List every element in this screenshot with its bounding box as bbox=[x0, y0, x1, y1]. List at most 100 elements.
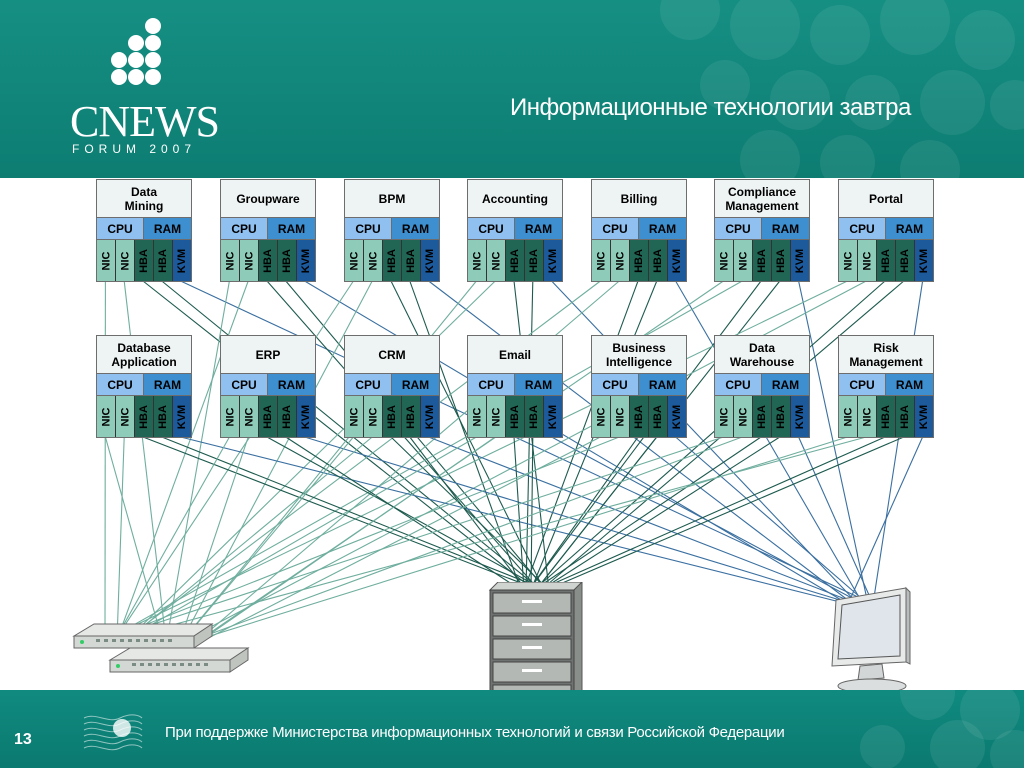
ram-label: RAM bbox=[515, 374, 562, 395]
nic-port-label: NIC bbox=[119, 407, 132, 426]
hba-link-line bbox=[538, 436, 886, 591]
hba-port: HBA bbox=[259, 396, 278, 437]
cpu-label: CPU bbox=[345, 374, 392, 395]
hba-port-label: HBA bbox=[281, 248, 293, 273]
logo-dots-icon bbox=[0, 0, 200, 100]
nic-port: NIC bbox=[734, 240, 753, 281]
server-title: Data Warehouse bbox=[715, 336, 809, 373]
hba-link-line bbox=[535, 436, 658, 591]
hba-port-label: HBA bbox=[756, 404, 768, 429]
ram-label: RAM bbox=[639, 218, 686, 239]
kvm-port-label: KVM bbox=[671, 248, 684, 273]
nic-link-line bbox=[174, 436, 354, 651]
server-title: CRM bbox=[345, 336, 439, 373]
nic-port-label: NIC bbox=[100, 407, 113, 426]
nic-port: NIC bbox=[858, 240, 877, 281]
hba-port-label: HBA bbox=[386, 404, 398, 429]
kvm-link-line bbox=[675, 280, 864, 605]
logo-subtitle: FORUM 2007 bbox=[72, 142, 197, 156]
nic-port-label: NIC bbox=[119, 251, 132, 270]
hba-port: HBA bbox=[135, 240, 154, 281]
nic-port: NIC bbox=[592, 396, 611, 437]
nic-link-line bbox=[116, 436, 125, 641]
hba-port: HBA bbox=[896, 396, 915, 437]
hba-link-line bbox=[533, 280, 886, 591]
ram-label: RAM bbox=[268, 218, 315, 239]
server-title: ERP bbox=[221, 336, 315, 373]
hba-port-label: HBA bbox=[157, 404, 169, 429]
server-title: Groupware bbox=[221, 180, 315, 217]
hba-port: HBA bbox=[630, 396, 649, 437]
ram-label: RAM bbox=[886, 218, 933, 239]
nic-port-label: NIC bbox=[471, 407, 484, 426]
hba-port-label: HBA bbox=[633, 248, 645, 273]
nic-port: NIC bbox=[468, 240, 487, 281]
server-title: Business Intelligence bbox=[592, 336, 686, 373]
ram-label: RAM bbox=[144, 218, 191, 239]
nic-link-line bbox=[176, 436, 249, 651]
hba-link-line bbox=[540, 436, 781, 591]
nic-port-label: NIC bbox=[367, 251, 380, 270]
server-title: Data Mining bbox=[97, 180, 191, 217]
hba-port: HBA bbox=[877, 240, 896, 281]
footer-text: При поддержке Министерства информационны… bbox=[165, 724, 785, 741]
kvm-port-label: KVM bbox=[918, 404, 931, 429]
hba-port: HBA bbox=[772, 396, 791, 437]
kvm-link-line bbox=[304, 436, 854, 605]
hba-port-label: HBA bbox=[652, 404, 664, 429]
hba-port-label: HBA bbox=[528, 248, 540, 273]
nic-port: NIC bbox=[611, 240, 630, 281]
nic-port: NIC bbox=[715, 396, 734, 437]
nic-port-label: NIC bbox=[367, 407, 380, 426]
nic-port-label: NIC bbox=[595, 407, 608, 426]
ram-label: RAM bbox=[144, 374, 191, 395]
kvm-link-line bbox=[847, 436, 924, 605]
cpu-label: CPU bbox=[592, 218, 639, 239]
hba-port-label: HBA bbox=[528, 404, 540, 429]
hba-port-label: HBA bbox=[775, 404, 787, 429]
nic-port-label: NIC bbox=[614, 407, 627, 426]
ram-label: RAM bbox=[762, 374, 809, 395]
hba-port: HBA bbox=[896, 240, 915, 281]
nic-port-label: NIC bbox=[243, 251, 256, 270]
nic-port: NIC bbox=[592, 240, 611, 281]
kvm-port-label: KVM bbox=[424, 404, 437, 429]
kvm-link-line bbox=[428, 280, 854, 605]
kvm-port: KVM bbox=[173, 396, 191, 437]
hba-port: HBA bbox=[383, 240, 402, 281]
cpu-label: CPU bbox=[97, 218, 144, 239]
kvm-port-label: KVM bbox=[176, 248, 189, 273]
slide-footer bbox=[0, 690, 1024, 768]
hba-port: HBA bbox=[649, 240, 668, 281]
kvm-link-line bbox=[304, 280, 849, 605]
server-title: BPM bbox=[345, 180, 439, 217]
nic-port-label: NIC bbox=[348, 251, 361, 270]
kvm-link-line bbox=[180, 280, 874, 605]
hba-port-label: HBA bbox=[262, 404, 274, 429]
hba-port-label: HBA bbox=[880, 404, 892, 429]
nic-port: NIC bbox=[468, 396, 487, 437]
kvm-port-label: KVM bbox=[176, 404, 189, 429]
hba-port-label: HBA bbox=[899, 404, 911, 429]
hba-port: HBA bbox=[154, 396, 173, 437]
hba-port: HBA bbox=[772, 240, 791, 281]
hba-port: HBA bbox=[525, 396, 544, 437]
page-number: 13 bbox=[14, 731, 32, 748]
nic-port-label: NIC bbox=[595, 251, 608, 270]
hba-port: HBA bbox=[877, 396, 896, 437]
kvm-port-label: KVM bbox=[424, 248, 437, 273]
nic-port: NIC bbox=[345, 240, 364, 281]
cpu-label: CPU bbox=[715, 374, 762, 395]
nic-port-label: NIC bbox=[842, 251, 855, 270]
hba-port: HBA bbox=[278, 396, 297, 437]
kvm-link-line bbox=[872, 280, 924, 605]
cpu-label: CPU bbox=[221, 218, 268, 239]
hba-link-line bbox=[409, 436, 527, 591]
kvm-port: KVM bbox=[915, 396, 933, 437]
kvm-port-label: KVM bbox=[547, 404, 560, 429]
